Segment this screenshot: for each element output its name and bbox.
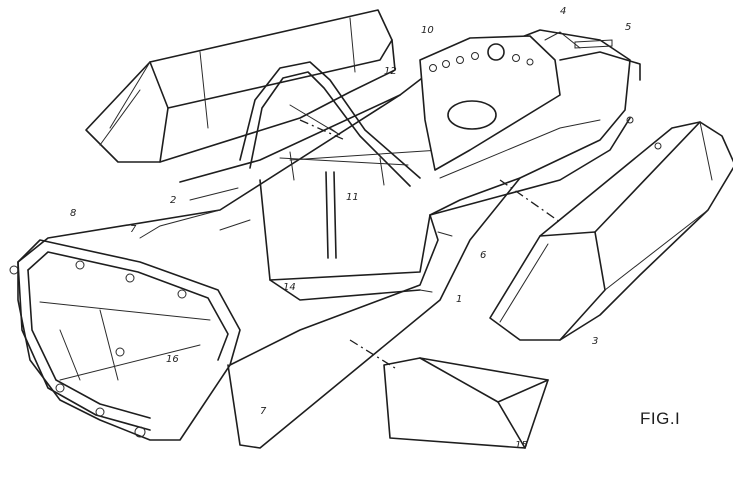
figure-caption: FIG.I (640, 409, 680, 428)
numeral-2: 2 (170, 195, 176, 206)
numeral-8: 8 (70, 208, 76, 219)
numeral-16: 16 (166, 354, 179, 365)
numeral-10: 10 (421, 25, 434, 36)
numeral-12: 12 (384, 66, 397, 77)
numeral-14: 14 (283, 282, 296, 293)
interior-struts (280, 152, 408, 258)
numeral-3: 3 (592, 336, 598, 347)
left-pontoon (86, 10, 395, 162)
right-pontoon (490, 122, 733, 340)
numeral-4: 4 (560, 6, 566, 17)
cockpit-dashboard (420, 32, 640, 170)
detached-panel (384, 358, 548, 448)
front-frame (10, 240, 240, 437)
numeral-5: 5 (625, 22, 631, 33)
numeral-1: 1 (456, 294, 462, 305)
numeral-7-lower: 7 (260, 406, 267, 417)
numeral-6: 6 (480, 250, 486, 261)
numeral-11: 11 (346, 192, 359, 203)
numeral-15: 15 (515, 440, 528, 451)
numeral-7-upper: 7 (130, 224, 137, 235)
